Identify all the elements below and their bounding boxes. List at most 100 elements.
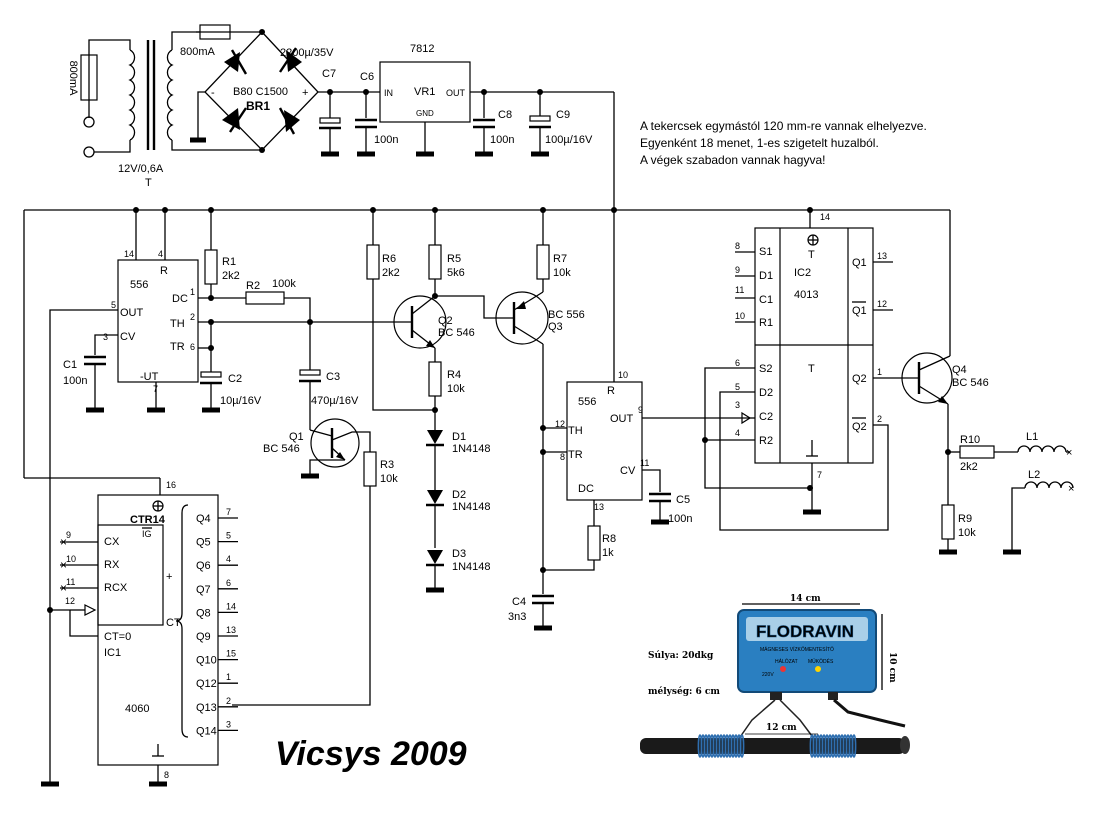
ic-4060-output-q13: Q13: [196, 702, 217, 714]
ic-4013-c1: C1: [759, 294, 773, 306]
q1-label: Q1: [289, 431, 304, 443]
pin-9: 9: [638, 405, 643, 415]
transformer-rating: 12V/0,6A: [118, 163, 164, 175]
coil-turn: [739, 734, 745, 758]
q4-type: BC 546: [952, 377, 989, 389]
ic-4060-output-q14: Q14: [196, 725, 217, 737]
mains-terminal-top: [83, 116, 95, 128]
ic-4060-output-q7: Q7: [196, 584, 211, 596]
output-stage: Q4 BC 546 R10 2k2 × L1 R9 10k × L2: [900, 210, 1074, 555]
pin-8: 8: [560, 452, 565, 462]
pin-7: 7: [817, 470, 822, 480]
c4-value: 3n3: [508, 611, 526, 623]
r6-label: R6: [382, 253, 396, 265]
ic-4060-pin-number: 6: [226, 578, 231, 588]
d2-type: 1N4148: [452, 501, 491, 513]
bridge-minus: -: [211, 87, 215, 99]
regulator-ref: VR1: [414, 86, 435, 98]
c7-value: 2200µ/35V: [280, 47, 334, 59]
c2: [200, 371, 222, 378]
r4-label: R4: [447, 369, 461, 381]
ic-4013-name: IC2: [794, 267, 811, 279]
led-power-icon: [780, 666, 786, 672]
r4-value: 10k: [447, 383, 465, 395]
r1: [204, 249, 218, 285]
pin-14: 14: [124, 249, 134, 259]
secondary-fuse-label: 800mA: [180, 46, 216, 58]
ic-4060-ig: IG: [142, 529, 152, 539]
ic-4013-q2-bar: Q2: [852, 421, 867, 433]
c3: [299, 369, 321, 376]
pin-12: 12: [65, 596, 75, 606]
r8-label: R8: [602, 533, 616, 545]
d2: [427, 490, 443, 504]
c6-label: C6: [360, 71, 374, 83]
regulator-out: OUT: [446, 88, 466, 98]
d3-type: 1N4148: [452, 561, 491, 573]
note-line-3: A végek szabadon vannak hagyva!: [640, 153, 825, 167]
ic-556-b-th: TH: [568, 425, 583, 437]
ic-4060-pin-number: 3: [226, 719, 231, 729]
r7-value: 10k: [553, 267, 571, 279]
ic-4013: 14 T IC2 4013 T S1 8 D1 9 C1 11 R1 10 Q1…: [702, 210, 900, 531]
r5: [428, 244, 442, 280]
c9-value: 100µ/16V: [545, 134, 593, 146]
r10: [959, 445, 995, 459]
svg-text:×: ×: [60, 558, 67, 572]
q3-type: BC 556: [548, 309, 585, 321]
c5-label: C5: [676, 494, 690, 506]
photo-depth: mélység: 6 cm: [648, 686, 720, 697]
ic-4013-d2: D2: [759, 387, 773, 399]
ic-4060-ct0: CT=0: [104, 631, 131, 643]
ic-556-b-name: 556: [578, 396, 596, 408]
c1-value: 100n: [63, 375, 87, 387]
r3-label: R3: [380, 459, 394, 471]
regulator-part: 7812: [410, 43, 434, 55]
ic-4060-cx: CX: [104, 536, 120, 548]
pin-12: 12: [555, 419, 565, 429]
pin-8: 8: [735, 241, 740, 251]
ic-4013-t-bottom: T: [808, 363, 815, 375]
bridge-plus: +: [302, 87, 308, 99]
q2-label: Q2: [438, 315, 453, 327]
r2-label: R2: [246, 280, 260, 292]
pin-3: 3: [103, 332, 108, 342]
ic-556-a-tr: TR: [170, 341, 185, 353]
ic-556-a-cv: CV: [120, 331, 136, 343]
c6-value: 100n: [374, 134, 398, 146]
photo-weight: Súlya: 20dkg: [648, 650, 714, 661]
ic-4060-ctr: CTR14: [130, 514, 166, 526]
coil-turn: [851, 734, 857, 758]
c3-label: C3: [326, 371, 340, 383]
q2-type: BC 546: [438, 327, 475, 339]
q1-type: BC 546: [263, 443, 300, 455]
pin-2: 2: [877, 414, 882, 424]
pin-5: 5: [735, 382, 740, 392]
r3: [363, 451, 377, 487]
regulator-gnd: GND: [416, 109, 434, 118]
note-block: A tekercsek egymástól 120 mm-re vannak e…: [640, 119, 927, 167]
ic-4060-pin-number: 7: [226, 507, 231, 517]
ic-4060-part: 4060: [125, 703, 149, 715]
pin-10: 10: [618, 370, 628, 380]
ic-4013-r1: R1: [759, 317, 773, 329]
c8-value: 100n: [490, 134, 514, 146]
ic-556-b-body: [566, 381, 643, 501]
ic-4060-rcx: RCX: [104, 582, 128, 594]
ic-556-a-name: 556: [130, 279, 148, 291]
device-brand: FLODRAVIN: [756, 622, 854, 641]
d1-label: D1: [452, 431, 466, 443]
ic-4060-pin-number: 1: [226, 672, 231, 682]
r1-value: 2k2: [222, 270, 240, 282]
d1-type: 1N4148: [452, 443, 491, 455]
bridge-diode-4: [284, 110, 300, 132]
r1-label: R1: [222, 256, 236, 268]
d3-label: D3: [452, 548, 466, 560]
r9-label: R9: [958, 513, 972, 525]
ic-556-a: 556 R 14 4 5 OUT 3 CV DC 1 TH 2 TR 6 -UT…: [49, 210, 395, 611]
credit-text: Vicsys 2009: [275, 735, 467, 773]
ic-4013-s2: S2: [759, 363, 772, 375]
